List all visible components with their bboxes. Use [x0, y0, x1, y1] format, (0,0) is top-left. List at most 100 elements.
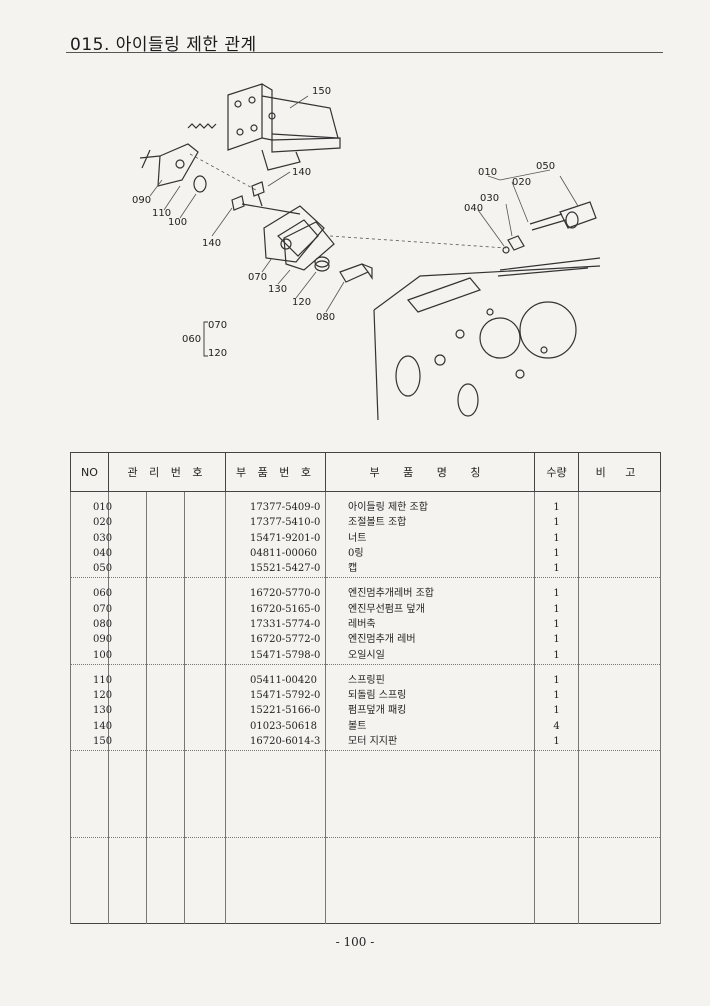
- engine-block-drawing: [373, 257, 600, 421]
- cell-qty: 4: [553, 720, 560, 732]
- cell-part-no: 15521-5427-0: [250, 563, 321, 575]
- cell-mgmt-2-column: [146, 837, 185, 924]
- cell-no: 100: [93, 649, 113, 661]
- cell-mgmt-1-column: [108, 750, 147, 839]
- callout-070: 070: [248, 272, 267, 283]
- cell-no: 090: [93, 634, 113, 646]
- cell-part-name: 레버축: [348, 618, 376, 630]
- cell-part-no: 17377-5410-0: [250, 517, 321, 529]
- cell-mgmt-2-column: [146, 750, 185, 839]
- cell-part-no: 17331-5774-0: [250, 618, 321, 630]
- cell-no: 130: [93, 705, 113, 717]
- cell-part-name: 엔진무선펌프 덮개: [348, 603, 425, 615]
- cell-part-no: 17377-5409-0: [250, 502, 321, 513]
- cell-mgmt-2-column: [146, 577, 185, 665]
- return-spring-drawing: [314, 256, 330, 272]
- cell-qty: 1: [553, 547, 560, 559]
- title-rule: [66, 52, 663, 53]
- callout-100: 100: [168, 217, 187, 228]
- cell-qty-column: [534, 837, 579, 924]
- header-mgmt-no: 관 리 번 호: [108, 452, 226, 492]
- header-part-no: 부 품 번 호: [225, 452, 326, 492]
- cell-part-name: 너트: [348, 532, 367, 544]
- cell-mgmt-3-column: [184, 664, 226, 752]
- cell-part-no-column: [225, 750, 326, 839]
- callout-150: 150: [312, 86, 331, 97]
- cell-part-name: 조절볼트 조합: [348, 517, 407, 529]
- cell-mgmt-1-column: [108, 577, 147, 665]
- table-group-row: [70, 837, 661, 924]
- cell-part-name: 아이들링 제한 조합: [348, 502, 428, 513]
- cell-qty: 1: [553, 603, 560, 615]
- callout-140-upper: 140: [292, 167, 311, 178]
- cell-mgmt-1-column: [108, 837, 147, 924]
- cell-part-no-column: [225, 837, 326, 924]
- callout-140-lower: 140: [202, 238, 221, 249]
- page-number: - 100 -: [335, 935, 375, 949]
- legend-bracket: [203, 321, 208, 357]
- cell-no: 080: [93, 618, 113, 630]
- cell-mgmt-3-column: [184, 490, 226, 579]
- callout-130: 130: [268, 284, 287, 295]
- lever-shaft-drawing: [339, 263, 373, 283]
- cell-qty: 1: [553, 634, 560, 646]
- cell-no: 060: [93, 588, 113, 600]
- callout-090: 090: [132, 195, 151, 206]
- cell-no: 020: [93, 517, 113, 529]
- cell-part-name: 스프링핀: [348, 674, 385, 686]
- cell-part-no: 04811-00060: [250, 547, 318, 559]
- cell-qty: 1: [553, 618, 560, 630]
- idling-limit-assembly-drawing: [502, 201, 597, 254]
- cell-mgmt-2-column: [146, 490, 185, 579]
- oil-seal-drawing: [193, 175, 207, 193]
- cell-remarks-column: [578, 664, 661, 752]
- cell-remarks-column: [578, 490, 661, 579]
- cell-part-name: 0링: [348, 547, 364, 559]
- cell-part-no: 15221-5166-0: [250, 705, 321, 717]
- cell-no-column: [70, 750, 109, 839]
- header-remarks: 비 고: [578, 452, 661, 492]
- cell-part-name-column: [325, 837, 535, 924]
- cell-part-name: 캡: [348, 563, 358, 575]
- callout-050: 050: [536, 161, 555, 172]
- cell-no: 040: [93, 547, 113, 559]
- motor-support-bracket-drawing: [227, 83, 341, 171]
- cell-part-name-column: [325, 750, 535, 839]
- cell-remarks-column: [578, 837, 661, 924]
- cell-part-no: 16720-6014-3: [250, 735, 321, 747]
- cell-no: 120: [93, 690, 113, 702]
- callout-080: 080: [316, 312, 335, 323]
- cell-part-name: 모터 지지판: [348, 735, 398, 747]
- cell-no: 110: [93, 674, 113, 686]
- cell-qty: 1: [553, 674, 560, 686]
- cell-part-no: 15471-9201-0: [250, 532, 321, 544]
- cell-mgmt-3-column: [184, 750, 226, 839]
- cell-qty: 1: [553, 502, 560, 513]
- cell-qty: 1: [553, 649, 560, 661]
- cell-part-name: 펌프덮개 패킹: [348, 705, 407, 717]
- cell-qty: 1: [553, 705, 560, 717]
- cell-remarks-column: [578, 750, 661, 839]
- cell-part-no: 01023-50618: [250, 720, 318, 732]
- cell-qty: 1: [553, 735, 560, 747]
- cell-part-no: 15471-5798-0: [250, 649, 321, 661]
- legend-120: 120: [208, 348, 227, 359]
- cell-no: 050: [93, 563, 113, 575]
- callout-labels: 150 140 090 110 100 140 070 130 120 080 …: [132, 86, 555, 359]
- pump-cover-drawing: [263, 205, 325, 263]
- cell-part-no: 16720-5165-0: [250, 603, 321, 615]
- cell-no: 150: [93, 735, 113, 747]
- legend-070: 070: [208, 320, 227, 331]
- cell-part-name: 오일시일: [348, 649, 385, 661]
- callout-120: 120: [292, 297, 311, 308]
